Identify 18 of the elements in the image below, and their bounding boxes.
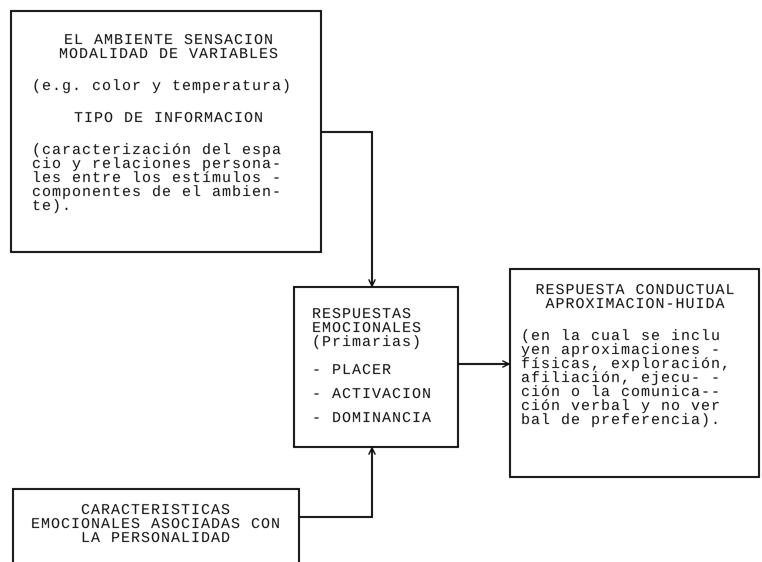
body-text: - DOMINANCIA — [312, 412, 434, 426]
body-text: - ACTIVACION — [312, 388, 434, 402]
body-text: (e.g. color y temperatura) — [32, 80, 294, 94]
body-text: RESPUESTAS EMOCIONALES (Primarias) — [312, 308, 424, 350]
body-text: - PLACER — [312, 364, 394, 378]
process-box — [10, 10, 322, 253]
process-box — [12, 488, 300, 562]
body-text: (caracterización del espa cio y relaciones persona- les entre los estímulos - componentes de el ambien- te). — [32, 144, 284, 214]
arrow — [300, 447, 376, 518]
body-text: (en la cual se inclu yen aproximaciones - físicas, exploración, afiliación, ejecu- - ción o la comunica-- ción verbal y no ver bal de preferencia). — [521, 330, 732, 428]
heading-text: EL AMBIENTE SENSACION MODALIDAD DE VARIABLES — [58, 34, 280, 62]
arrow — [459, 360, 510, 368]
heading-text: TIPO DE INFORMACION — [72, 112, 266, 126]
arrow — [322, 131, 376, 287]
process-box — [509, 268, 760, 478]
heading-text: CARACTERISTICAS EMOCIONALES ASOCIADAS CON LA PERSONALIDAD — [30, 504, 282, 546]
heading-text: RESPUESTA CONDUCTUAL APROXIMACION-HUIDA — [534, 284, 737, 312]
process-box — [293, 286, 459, 448]
